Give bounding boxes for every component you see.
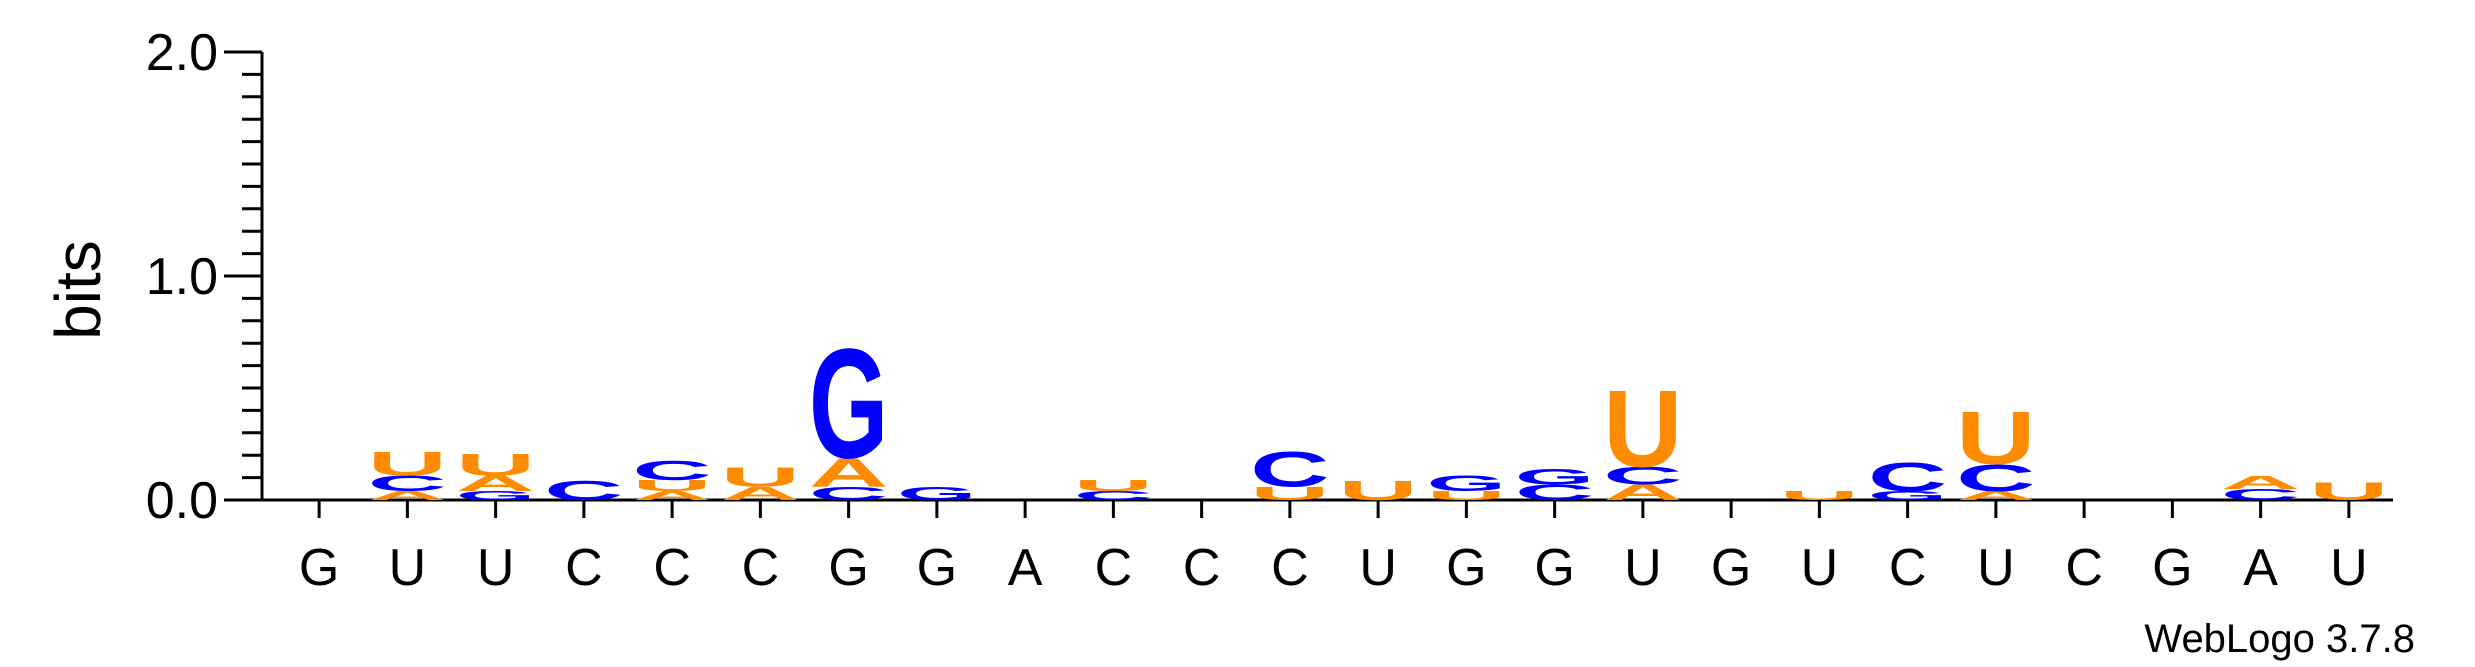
y-axis-title: bits <box>42 240 114 340</box>
weblogo-credit: WebLogo 3.7.8 <box>2144 617 2415 661</box>
logo-glyph-a: A <box>1956 489 2035 503</box>
position-label: A <box>2243 539 2278 597</box>
position-label: U <box>477 539 515 597</box>
logo-glyph-a: A <box>721 483 800 504</box>
logo-glyph-a: A <box>809 450 888 496</box>
logo-glyph-c: C <box>2221 486 2300 504</box>
logo-glyph-c: C <box>1956 458 2035 500</box>
logo-glyph-u: U <box>1074 477 1153 495</box>
logo-glyph-u: U <box>2309 477 2388 505</box>
logo-glyph-a: A <box>456 471 535 496</box>
logo-glyph-u: U <box>1427 489 1506 503</box>
position-label: C <box>565 539 603 597</box>
position-label: A <box>1008 539 1043 597</box>
logo-glyph-g: G <box>1868 489 1947 503</box>
position-label: U <box>1359 539 1397 597</box>
y-tick-label: 2.0 <box>146 24 218 82</box>
logo-glyph-a: A <box>1603 480 1682 505</box>
logo-glyph-c: C <box>1074 489 1153 503</box>
position-label: G <box>828 539 868 597</box>
logo-glyph-u: U <box>1956 396 2035 480</box>
position-label: U <box>1801 539 1839 597</box>
y-tick-label: 0.0 <box>146 472 218 530</box>
logo-glyph-c: C <box>1603 462 1682 490</box>
position-label: U <box>2330 539 2368 597</box>
logo-glyph-c: C <box>1250 442 1329 498</box>
logo-glyph-u: U <box>1338 475 1417 507</box>
logo-glyph-u: U <box>456 448 535 483</box>
logo-glyph-c: C <box>368 471 447 496</box>
logo-glyph-u: U <box>721 461 800 493</box>
logo-glyph-g: G <box>456 489 535 503</box>
logo-glyph-c: C <box>1515 480 1594 505</box>
logo-glyph-u: U <box>1780 489 1859 503</box>
position-label: C <box>742 539 780 597</box>
logo-glyph-u: U <box>1603 369 1682 491</box>
logo-glyph-g: G <box>1515 464 1594 489</box>
logo-glyph-a: A <box>2221 472 2300 493</box>
y-tick-label: 1.0 <box>146 248 218 306</box>
position-label: C <box>653 539 691 597</box>
position-label: C <box>2065 539 2103 597</box>
position-label: C <box>1095 539 1133 597</box>
logo-glyph-c: C <box>1868 454 1947 500</box>
position-label: C <box>1889 539 1927 597</box>
position-label: C <box>1183 539 1221 597</box>
position-label: G <box>1711 539 1751 597</box>
logo-glyph-u: U <box>632 477 711 495</box>
logo-glyph-g: G <box>809 315 888 490</box>
position-label: U <box>389 539 427 597</box>
logo-glyph-g: G <box>1427 471 1506 496</box>
y-axis: 0.0 1.0 2.0 <box>146 24 264 530</box>
logo-glyph-g: G <box>897 483 976 504</box>
position-label: C <box>1271 539 1309 597</box>
logo-glyph-u: U <box>368 445 447 483</box>
logo-glyph-a: A <box>368 489 447 503</box>
logo-glyph-a: A <box>632 489 711 503</box>
position-label: G <box>1534 539 1574 597</box>
logo-glyph-u: U <box>1250 483 1329 504</box>
position-label: U <box>1977 539 2015 597</box>
logo-glyph-c: C <box>632 455 711 487</box>
position-label: G <box>1446 539 1486 597</box>
position-label: G <box>299 539 339 597</box>
position-label: U <box>1624 539 1662 597</box>
position-label: G <box>917 539 957 597</box>
logo-glyph-c: C <box>544 475 623 507</box>
logo-glyph-c: C <box>809 483 888 504</box>
position-label: G <box>2152 539 2192 597</box>
